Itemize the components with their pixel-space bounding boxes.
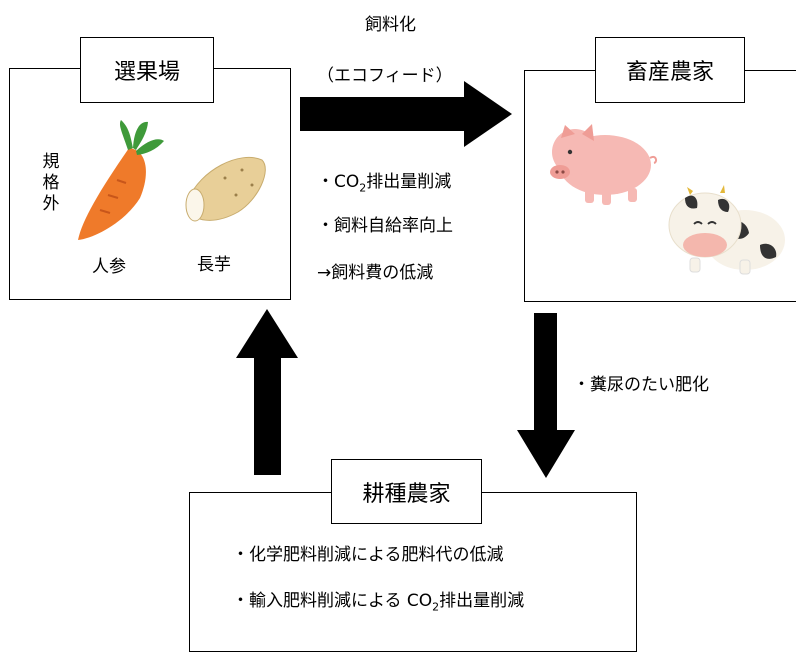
feed-self-sufficiency-benefit: ・飼料自給率向上 bbox=[317, 216, 453, 236]
co2-reduction-benefit: ・CO2排出量削減 bbox=[317, 172, 452, 195]
livestock-farmer-title: 畜産農家 bbox=[595, 37, 745, 103]
manure-compost-label: ・糞尿のたい肥化 bbox=[573, 375, 709, 395]
arrow-down bbox=[517, 313, 575, 478]
carrot-illustration bbox=[78, 120, 164, 240]
arrow-right bbox=[300, 81, 512, 147]
co2-reduction-benefit-bottom: ・輸入肥料削減による CO2排出量削減 bbox=[232, 591, 525, 614]
pig-illustration bbox=[550, 124, 658, 205]
arrow-up bbox=[236, 309, 298, 475]
sorting-facility-title: 選果場 bbox=[80, 37, 214, 103]
carrot-label: 人参 bbox=[92, 257, 126, 277]
yam-label: 長芋 bbox=[197, 255, 231, 275]
substandard-label: 規格外 bbox=[42, 152, 60, 214]
crop-farmer-title: 耕種農家 bbox=[331, 459, 482, 524]
feed-cost-benefit: →飼料費の低減 bbox=[317, 263, 434, 283]
cow-illustration bbox=[668, 185, 785, 275]
fertilizer-cost-benefit: ・化学肥料削減による肥料代の低減 bbox=[232, 545, 504, 565]
feed-conversion-label: 飼料化 bbox=[365, 15, 416, 35]
diagram-graphics bbox=[78, 81, 785, 478]
eco-feed-label: （エコフィード） bbox=[317, 66, 453, 86]
yam-illustration bbox=[185, 156, 266, 222]
